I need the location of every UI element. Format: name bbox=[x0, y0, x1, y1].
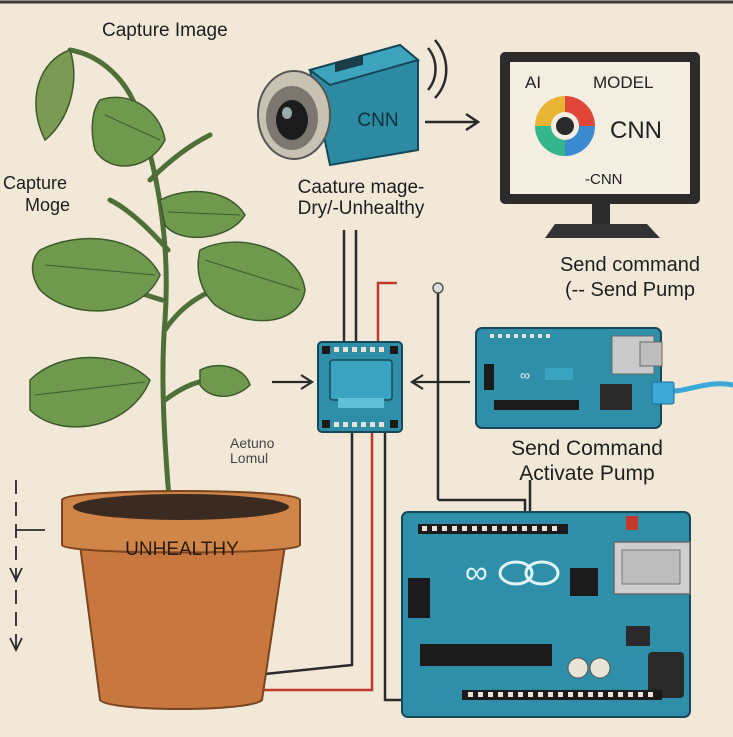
arrow-camera-to-monitor bbox=[425, 112, 481, 132]
label-send-command-bottom-line2: Activate Pump bbox=[519, 462, 655, 486]
monitor-icon: AI MODEL CNN -CNN bbox=[500, 52, 700, 238]
plant-icon bbox=[29, 47, 306, 513]
label-capture-moge-line1: Capture bbox=[3, 173, 68, 193]
pot-icon bbox=[61, 490, 301, 710]
label-capture-moge-line2: Moge bbox=[25, 194, 71, 215]
cnn-ring-icon bbox=[535, 96, 595, 156]
label-send-command-bottom-line1: Send Command bbox=[511, 437, 663, 460]
label-caature-mage-line1: Caature mage- bbox=[297, 177, 425, 198]
label-send-command-top-line2: (-- Send Pump bbox=[564, 279, 696, 301]
wire-to-pot-red bbox=[262, 432, 374, 692]
label-aetuno: Aetuno Lomul bbox=[230, 435, 275, 467]
monitor-ai-text: AI bbox=[525, 73, 541, 92]
left-guide-arrows bbox=[9, 480, 45, 653]
arduino-logo-mark: ∞ bbox=[465, 554, 488, 590]
monitor-model-text: MODEL bbox=[593, 73, 653, 92]
camera-icon: CNN bbox=[257, 39, 448, 167]
label-pot-unhealthy: UNHEALTHY bbox=[125, 539, 239, 560]
label-dry-unhealthy: Dry/-Unhealthy bbox=[297, 197, 425, 219]
label-aetuno-line1: Aetuno bbox=[230, 435, 275, 451]
monitor-cnn-text: CNN bbox=[610, 117, 662, 144]
arduino-board-icon: ∞ bbox=[475, 327, 663, 429]
label-capture-image-top: Capture Image bbox=[102, 20, 228, 41]
probe-dot bbox=[432, 282, 444, 294]
wire-to-pot-black bbox=[254, 432, 354, 677]
arduino-board-large-icon: ∞ bbox=[401, 511, 691, 718]
label-caature-mage: Caature mage- Dry/-Unhealthy bbox=[297, 177, 425, 220]
small-board-logo-text: ∞ bbox=[520, 367, 530, 383]
label-capture-moge: Capture Moge bbox=[3, 173, 71, 216]
monitor-sub-cnn-text: -CNN bbox=[585, 171, 623, 188]
label-send-command-bottom: Send Command Activate Pump bbox=[511, 436, 663, 486]
arrows-to-relay bbox=[272, 374, 470, 390]
relay-module-icon bbox=[317, 341, 403, 433]
label-send-command-top-line1: Send command bbox=[559, 254, 701, 276]
label-aetuno-line2: Lomul bbox=[230, 450, 269, 467]
label-send-command-top: Send command (-- Send Pump bbox=[560, 253, 700, 303]
camera-cnn-text: CNN bbox=[357, 110, 398, 131]
